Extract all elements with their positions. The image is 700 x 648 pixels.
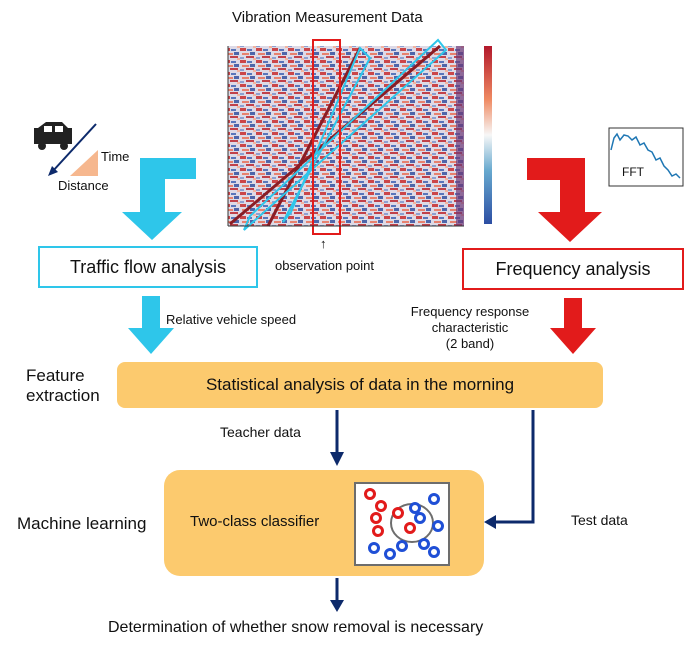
feature-extraction-line: Feature bbox=[26, 366, 85, 385]
red-point bbox=[372, 525, 384, 537]
blue-point bbox=[396, 540, 408, 552]
blue-point bbox=[432, 520, 444, 532]
red-point bbox=[370, 512, 382, 524]
blue-point bbox=[368, 542, 380, 554]
red-point bbox=[404, 522, 416, 534]
blue-point bbox=[414, 512, 426, 524]
red-down-arrow bbox=[550, 298, 596, 354]
time-label: Time bbox=[101, 149, 130, 164]
red-point bbox=[392, 507, 404, 519]
car-icon bbox=[34, 122, 72, 150]
red-point bbox=[364, 488, 376, 500]
test-data-label: Test data bbox=[571, 512, 628, 528]
conclusion-arrow bbox=[330, 578, 344, 612]
machine-learning-label: Machine learning bbox=[17, 514, 147, 533]
statistical-analysis-box: Statistical analysis of data in the morn… bbox=[117, 362, 603, 408]
frequency-response-label: Frequency response characteristic (2 ban… bbox=[395, 304, 545, 352]
blue-point bbox=[418, 538, 430, 550]
test-data-arrow bbox=[484, 410, 535, 529]
blue-point bbox=[409, 502, 421, 514]
relative-speed-label: Relative vehicle speed bbox=[166, 312, 297, 327]
red-elbow-arrow bbox=[527, 158, 602, 242]
conclusion-label: Determination of whether snow removal is… bbox=[108, 619, 484, 636]
vibration-heatmap bbox=[214, 38, 492, 235]
feature-extraction-label: Feature extraction bbox=[26, 366, 100, 406]
feature-extraction-line: extraction bbox=[26, 386, 100, 405]
frequency-analysis-box: Frequency analysis bbox=[462, 248, 684, 290]
frequency-response-line: (2 band) bbox=[445, 336, 495, 351]
frequency-response-line: characteristic bbox=[431, 320, 509, 335]
traffic-flow-box: Traffic flow analysis bbox=[38, 246, 258, 288]
teacher-data-arrow bbox=[330, 410, 344, 466]
distance-label: Distance bbox=[58, 178, 109, 193]
heatmap-title: Vibration Measurement Data bbox=[232, 9, 423, 26]
classifier-scatter bbox=[354, 482, 450, 566]
observation-point-label: observation point bbox=[275, 258, 375, 273]
fft-plot bbox=[608, 127, 684, 187]
blue-point bbox=[384, 548, 396, 560]
cyan-elbow-arrow bbox=[122, 158, 196, 240]
classifier-label: Two-class classifier bbox=[190, 513, 320, 530]
red-point bbox=[375, 500, 387, 512]
blue-point bbox=[428, 493, 440, 505]
fft-label: FFT bbox=[622, 165, 644, 179]
frequency-response-line: Frequency response bbox=[410, 304, 530, 319]
blue-point bbox=[428, 546, 440, 558]
observation-arrow: ↑ bbox=[320, 236, 327, 251]
cyan-down-arrow bbox=[128, 296, 174, 354]
teacher-data-label: Teacher data bbox=[220, 424, 301, 440]
time-distance-icon bbox=[48, 123, 98, 176]
